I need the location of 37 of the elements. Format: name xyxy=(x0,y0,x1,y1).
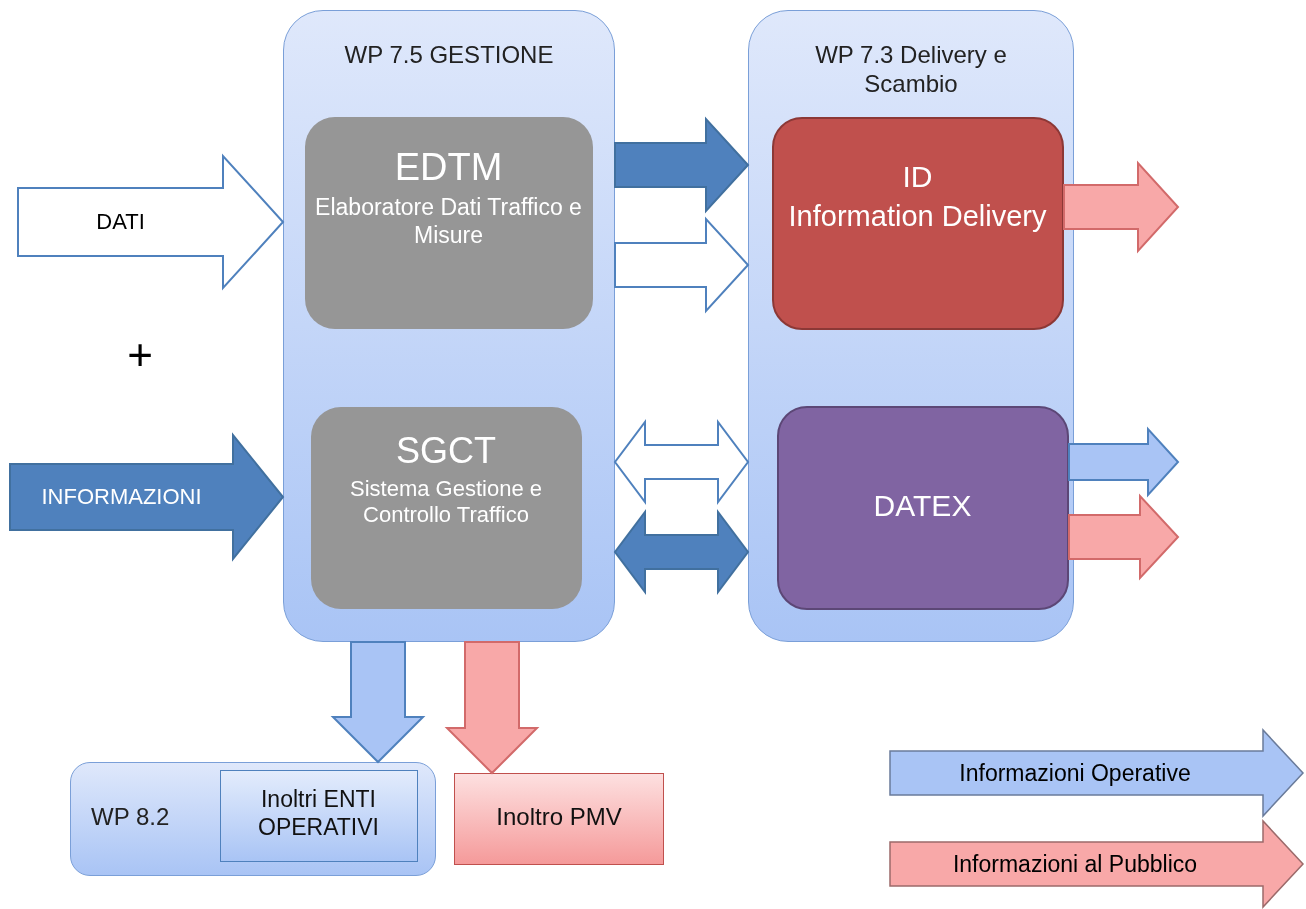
block-arrow xyxy=(613,419,750,505)
box-description: Information Delivery xyxy=(788,198,1047,234)
box-title: WP 7.5 GESTIONE xyxy=(344,41,554,70)
legend-label: Informazioni al Pubblico xyxy=(952,850,1198,878)
process-box xyxy=(776,405,1069,610)
block-arrow xyxy=(1068,426,1180,498)
block-arrow xyxy=(9,432,285,562)
block-arrow xyxy=(1063,160,1180,254)
plus-sign: + xyxy=(127,330,153,380)
block-arrow xyxy=(444,641,540,775)
box-title: DATEX xyxy=(873,487,972,524)
legend-label: Informazioni Operative xyxy=(959,759,1191,787)
process-box xyxy=(771,116,1064,330)
box-title: WP 8.2 xyxy=(91,802,170,832)
process-box xyxy=(454,773,664,865)
group-panel xyxy=(283,10,615,642)
box-title: ID xyxy=(902,158,933,195)
edge-label: INFORMAZIONI xyxy=(41,484,202,510)
block-arrow xyxy=(614,216,750,314)
box-description: Sistema Gestione e Controllo Traffico xyxy=(349,475,543,529)
box-title: SGCT xyxy=(396,428,496,472)
block-arrow xyxy=(613,509,750,595)
block-arrow xyxy=(1068,493,1180,581)
box-description: Elaboratore Dati Traffico e Misure xyxy=(314,194,583,250)
box-title: Inoltro PMV xyxy=(496,802,622,832)
box-title: WP 7.3 Delivery e Scambio xyxy=(814,41,1008,99)
group-panel xyxy=(70,762,436,876)
process-box xyxy=(304,116,593,329)
process-box xyxy=(219,769,418,862)
block-arrow xyxy=(17,153,285,291)
group-panel xyxy=(748,10,1074,642)
box-title: Inoltri ENTI OPERATIVI xyxy=(257,785,380,842)
box-title: EDTM xyxy=(394,144,503,190)
edge-label: DATI xyxy=(96,209,145,235)
process-box xyxy=(310,406,582,609)
block-arrow xyxy=(330,641,426,764)
block-arrow xyxy=(614,116,750,214)
